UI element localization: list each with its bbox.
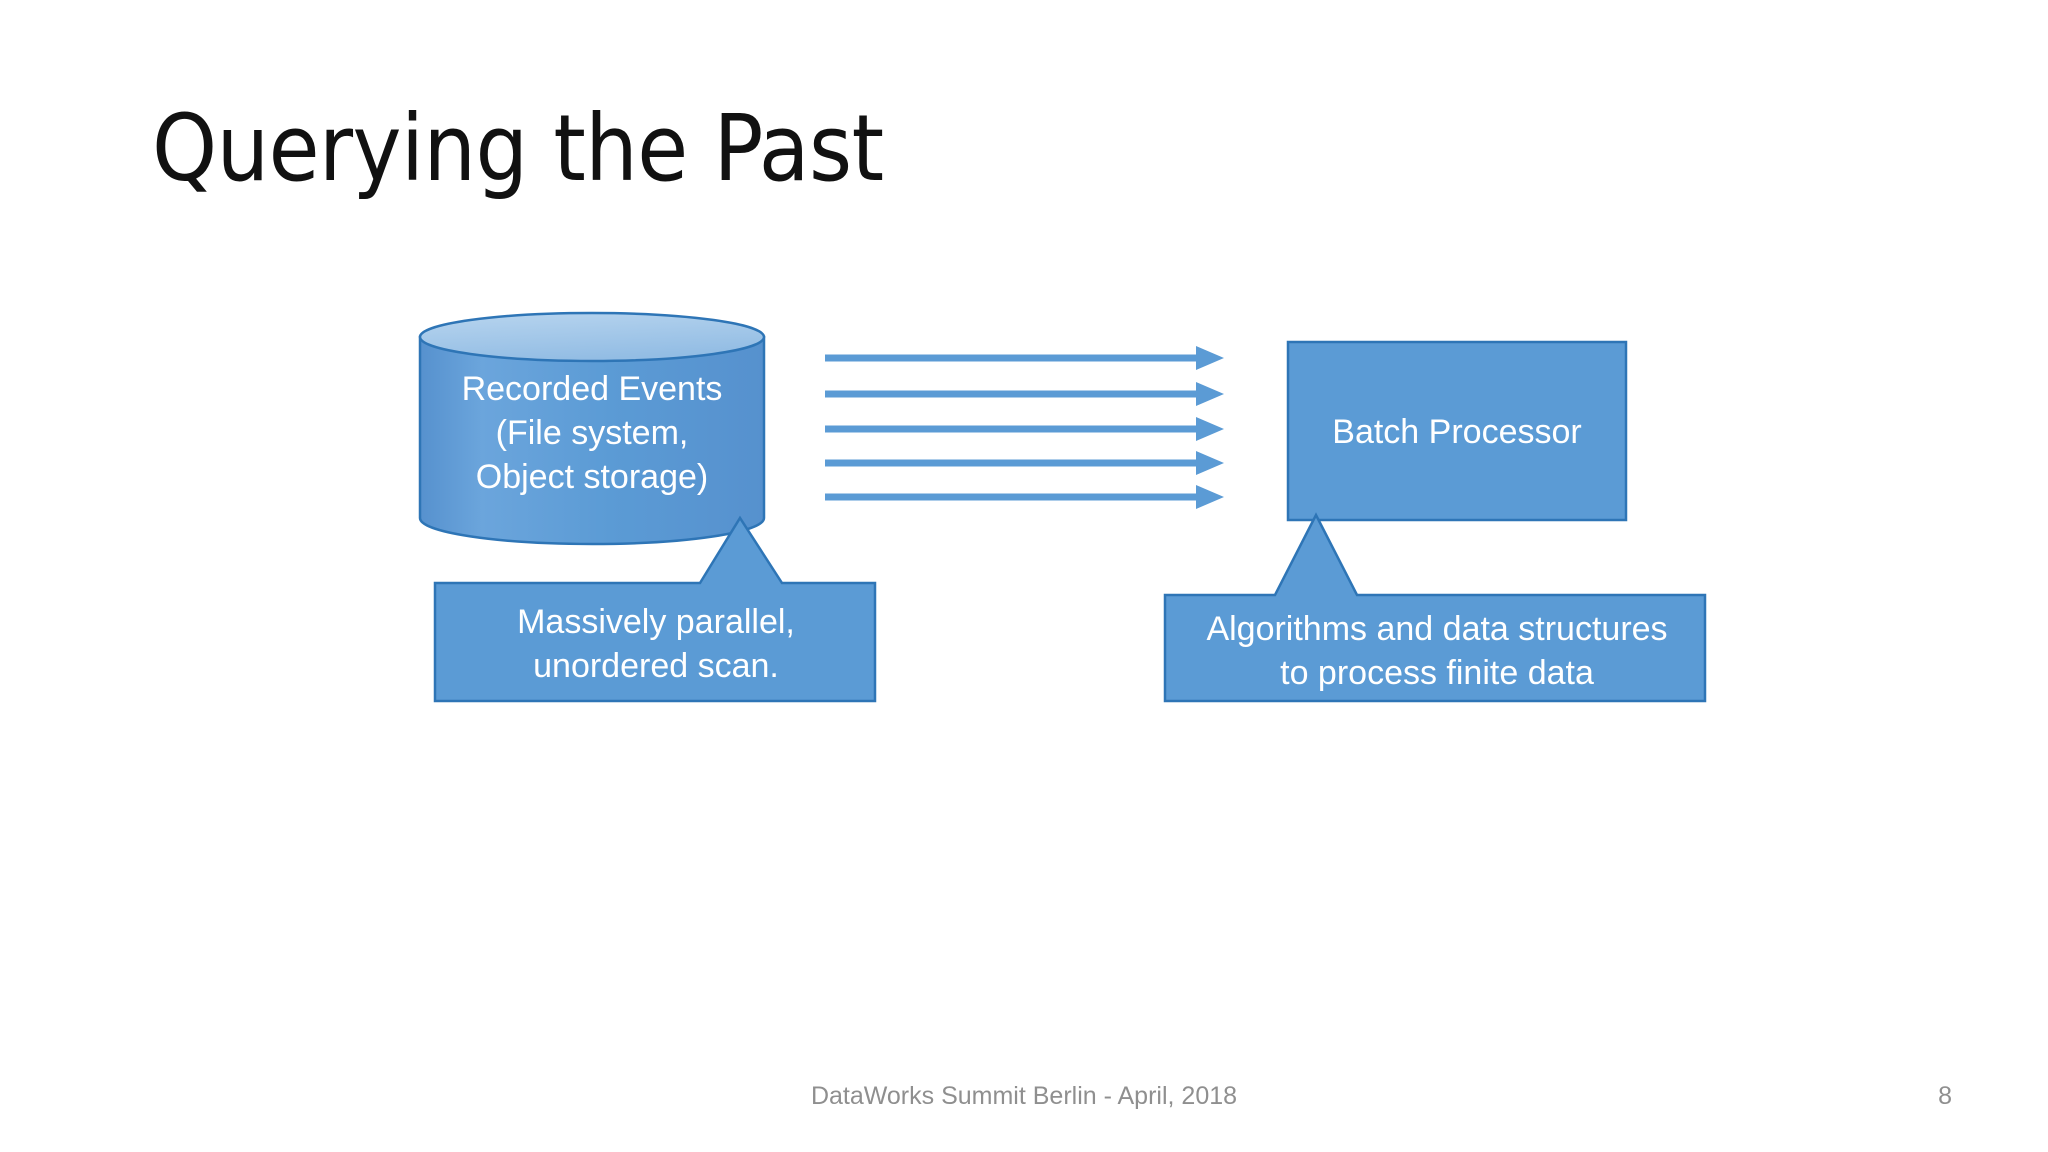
callout-right-label-text: Algorithms and data structures to proces… — [1206, 610, 1668, 693]
callout-right-shape — [1163, 512, 1707, 703]
callout-left-shape — [433, 515, 877, 703]
scan-arrow — [825, 417, 1224, 441]
page-number: 8 — [1938, 1082, 1952, 1110]
callout-left[interactable] — [433, 515, 877, 703]
callout-right[interactable] — [1163, 512, 1707, 703]
callout-left-label-text: Massively parallel, unordered scan. — [517, 603, 795, 686]
page-title: Querying the Past — [152, 95, 884, 202]
box-batch-processor[interactable] — [1286, 340, 1628, 522]
cylinder-body — [418, 335, 766, 546]
scan-arrow — [825, 485, 1224, 509]
scan-arrows-group — [825, 346, 1224, 509]
scan-arrow — [825, 382, 1224, 406]
cylinder-recorded-events[interactable] — [418, 311, 766, 546]
scan-arrow — [825, 346, 1224, 370]
cylinder-label-text: Recorded Events (File system, Object sto… — [461, 370, 723, 497]
scan-arrow — [825, 451, 1224, 475]
cylinder-top-ellipse — [418, 311, 766, 363]
batch-processor-label-text: Batch Processor — [1332, 413, 1582, 451]
slide-footer: DataWorks Summit Berlin - April, 2018 — [810, 1082, 1238, 1110]
batch-processor-rect — [1286, 340, 1628, 522]
